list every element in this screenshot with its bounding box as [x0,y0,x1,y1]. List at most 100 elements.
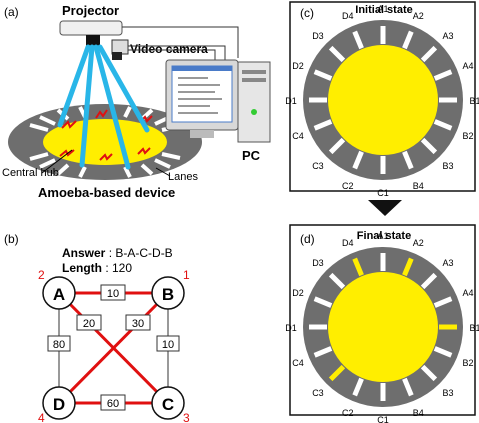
answer-value: : B-A-C-D-B [105,246,172,260]
video-camera-label: Video camera [130,42,208,56]
lane-a4 [433,296,453,308]
lane-c3 [328,137,346,155]
answer-text: Answer : B-A-C-D-B [62,246,173,260]
lane-b4 [402,150,414,170]
lane-label-b3: B3 [443,161,454,171]
lane-label-c1: C1 [377,415,389,423]
lane-c4 [313,346,333,358]
projector-beams [57,44,150,170]
graph-edges [57,291,170,405]
central-hub-label: Central hub [2,167,59,179]
lane-a3 [420,272,438,290]
lane-b4 [402,377,414,397]
amoeba-hub [328,272,438,382]
lane-a4 [433,69,453,81]
device-label: Amoeba-based device [38,185,175,200]
lane-label-d3: D3 [312,31,324,41]
lane-label-d4: D4 [342,238,354,248]
lane-label-a4: A4 [462,288,473,298]
length-text: Length : 120 [62,261,132,275]
lane-c3 [328,364,346,382]
lane-label-a4: A4 [462,61,473,71]
pc-icon [165,59,271,143]
weight-a-d: 80 [53,339,65,351]
lane-d3 [328,45,346,63]
node-b-order: 1 [183,268,190,282]
lane-b3 [420,137,438,155]
lane-label-c3: C3 [312,388,324,398]
weight-a-c: 20 [83,318,95,330]
lane-a2 [402,257,414,277]
lane-label-c2: C2 [342,408,354,418]
node-d [42,386,76,420]
panel-d-label: (d) [300,232,315,246]
lane-label-c4: C4 [292,131,304,141]
length-value: : 120 [102,261,132,275]
lane-a2 [402,30,414,50]
panel-a-label: (a) [4,5,19,19]
weight-b-c: 10 [162,339,174,351]
lane-label-a2: A2 [413,238,424,248]
lane-label-b1: B1 [469,323,479,333]
projector-icon [59,20,123,47]
lane-label-b4: B4 [413,408,424,418]
lane-label-c1: C1 [377,188,389,198]
answer-key: Answer [62,246,106,260]
lane-d3 [328,272,346,290]
lane-c4 [313,119,333,131]
lane-label-b2: B2 [462,131,473,141]
down-arrow-icon [368,200,402,216]
lane-label-b1: B1 [469,96,479,106]
node-b [151,276,185,310]
lane-b2 [433,346,453,358]
panel-d-title: Final state [357,230,411,242]
lane-c2 [352,377,364,397]
projector-label: Projector [62,3,119,18]
node-c [151,386,185,420]
edge-weights: 10 20 30 80 10 60 [47,284,180,411]
graph-nodes: A B D C [42,276,185,420]
lane-b3 [420,364,438,382]
lane-label-a2: A2 [413,11,424,21]
node-a-order: 2 [38,268,45,282]
node-b-label: B [162,285,174,304]
length-key: Length [62,261,102,275]
lane-c2 [352,150,364,170]
lane-label-d3: D3 [312,258,324,268]
node-c-label: C [162,395,174,414]
node-c-order: 3 [183,411,190,423]
amoeba-hub [328,45,438,155]
lane-label-d1: D1 [285,323,297,333]
lanes-label: Lanes [168,171,198,183]
lane-label-d2: D2 [292,288,304,298]
weight-d-c: 60 [107,398,119,410]
panel-c-label: (c) [300,6,314,20]
lane-d4 [352,30,364,50]
lane-label-d1: D1 [285,96,297,106]
lane-label-d2: D2 [292,61,304,71]
lane-label-c3: C3 [312,161,324,171]
weight-b-d: 30 [132,318,144,330]
pc-label: PC [242,148,261,163]
lane-label-a1: A1 [377,231,388,241]
lane-label-b2: B2 [462,358,473,368]
panel-c-title: Initial state [355,4,412,16]
lane-label-b4: B4 [413,181,424,191]
lane-label-a3: A3 [443,258,454,268]
lane-d2 [313,296,333,308]
lane-label-c4: C4 [292,358,304,368]
lane-d4 [352,257,364,277]
node-d-label: D [53,395,65,414]
node-a-label: A [53,285,65,304]
node-a [42,276,76,310]
video-camera-icon [111,39,129,60]
panel-b-label: (b) [4,232,19,246]
lane-label-a1: A1 [377,4,388,14]
lane-label-b3: B3 [443,388,454,398]
edge-b-d [57,291,170,405]
lane-label-a3: A3 [443,31,454,41]
lane-b2 [433,119,453,131]
weight-a-b: 10 [107,288,119,300]
